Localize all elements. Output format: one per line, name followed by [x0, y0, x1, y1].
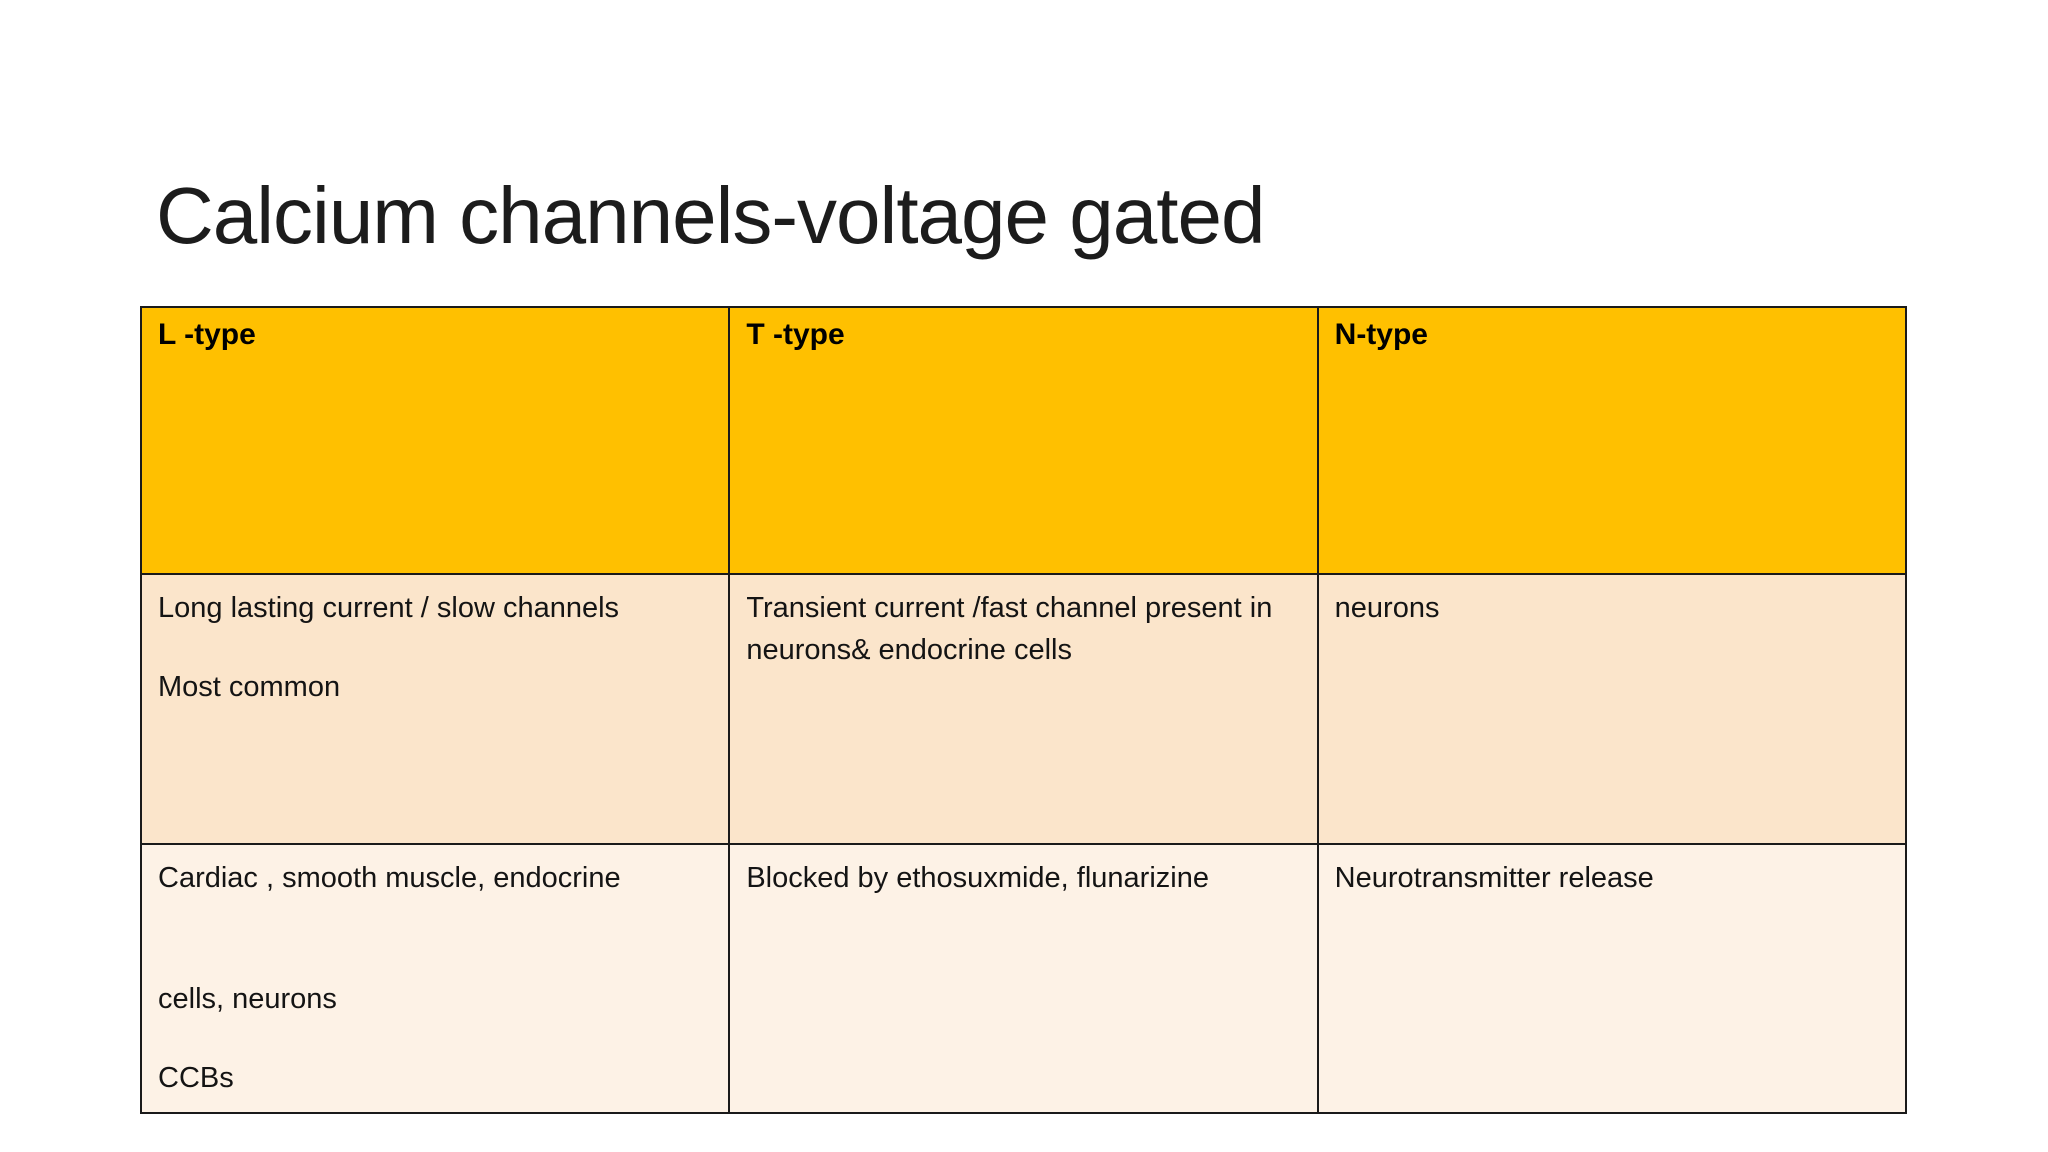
cell-paragraph: Blocked by ethosuxmide, flunarizine — [746, 862, 1209, 894]
cell-paragraph: neurons — [1334, 592, 1440, 624]
header-cell-l-type: L -type — [139, 306, 731, 575]
table-row-characteristics: Long lasting current / slow channels Mos… — [139, 573, 1908, 845]
cell-paragraph: Long lasting current / slow channels — [158, 592, 620, 624]
header-cell-t-type: T -type — [728, 306, 1319, 575]
cell-paragraph: Cardiac , smooth muscle, endocrine — [158, 862, 621, 894]
cell-l-type-characteristics: Long lasting current / slow channels Mos… — [139, 573, 731, 845]
cell-t-type-characteristics: Transient current /fast channel present … — [728, 573, 1319, 845]
cell-n-type-function: Neurotransmitter release — [1316, 843, 1908, 1114]
header-cell-n-type: N-type — [1316, 306, 1908, 575]
table-row-locations: Cardiac , smooth muscle, endocrine cells… — [139, 843, 1908, 1114]
calcium-channels-table: L -type T -type N-type Long lasting curr… — [139, 306, 1908, 1114]
table-header-row: L -type T -type N-type — [139, 306, 1908, 575]
slide-title: Calcium channels-voltage gated — [156, 170, 1265, 260]
cell-paragraph: Neurotransmitter release — [1334, 862, 1654, 894]
cell-paragraph: CCBs — [158, 1062, 234, 1094]
cell-paragraph: cells, neurons — [158, 983, 337, 1015]
cell-n-type-characteristics: neurons — [1316, 573, 1908, 845]
cell-paragraph: Transient current /fast channel present … — [746, 592, 1273, 666]
cell-paragraph: Most common — [158, 671, 341, 703]
cell-t-type-blockers: Blocked by ethosuxmide, flunarizine — [728, 843, 1319, 1114]
cell-l-type-locations: Cardiac , smooth muscle, endocrine cells… — [139, 843, 731, 1114]
